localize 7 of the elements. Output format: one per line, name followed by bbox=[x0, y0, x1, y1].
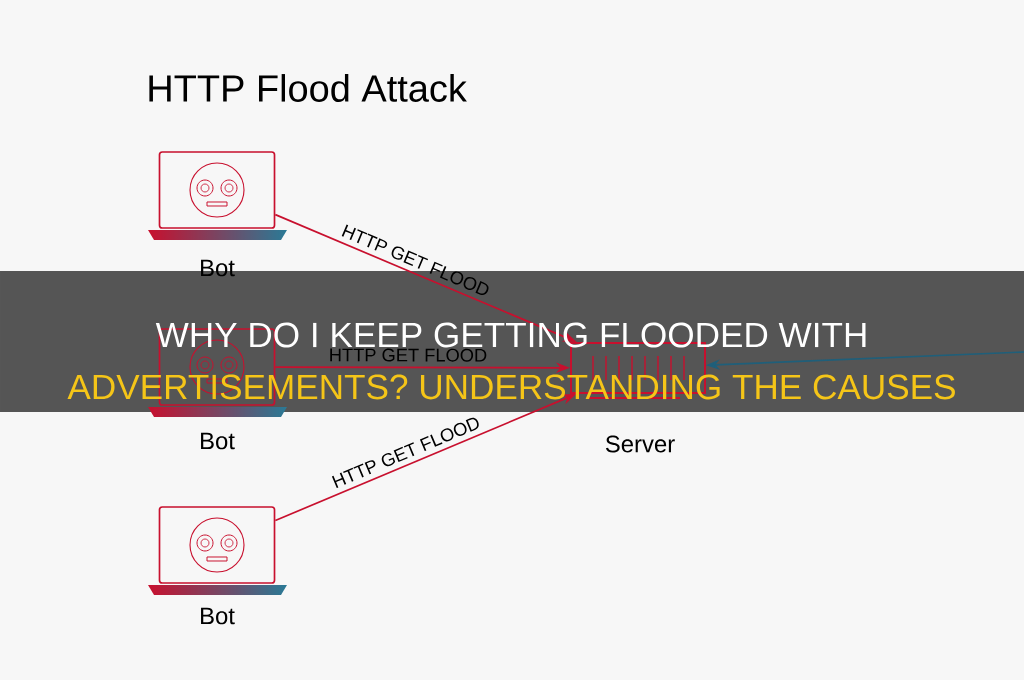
title: HTTP Flood Attack bbox=[149, 74, 467, 102]
laptop-drawing bbox=[148, 151, 287, 240]
node-label: Bot bbox=[201, 607, 235, 625]
laptop-drawing bbox=[148, 506, 287, 595]
edge-label: HTTP GET FLOOD bbox=[330, 348, 487, 362]
node-label: Server bbox=[605, 435, 675, 453]
node-label: Bot bbox=[201, 432, 235, 450]
